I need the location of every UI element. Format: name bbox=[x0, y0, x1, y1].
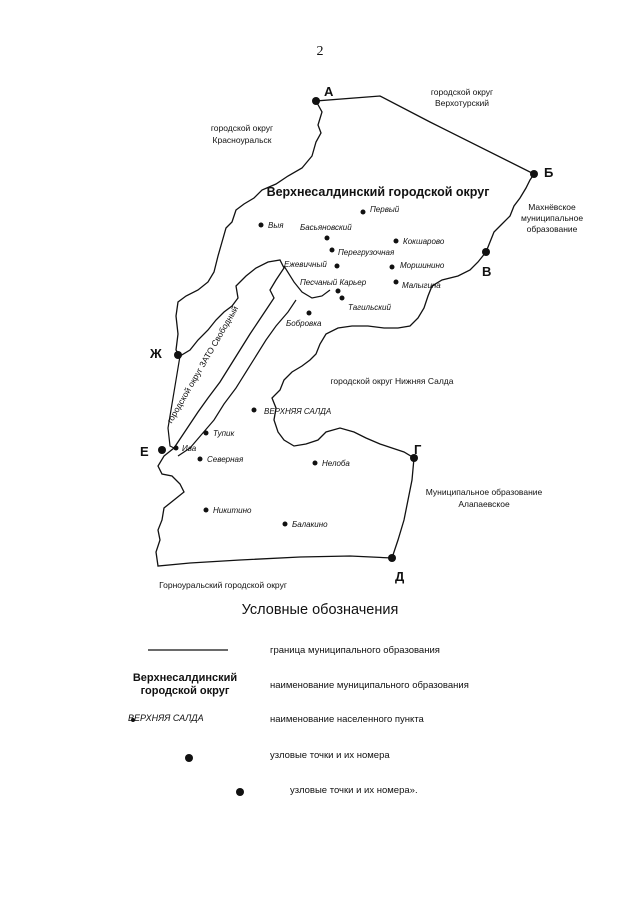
legend-sample-municipality-line2: городской округ bbox=[140, 685, 230, 697]
settlement-dot-verkhnyaya-salda bbox=[251, 407, 257, 413]
settlement-tagilsky: Тагильский bbox=[348, 303, 392, 312]
settlement-vyya: Выя bbox=[268, 221, 284, 230]
legend-sample-municipality-name: Верхнесалдинский городской округ bbox=[100, 672, 270, 698]
node-point-a bbox=[312, 97, 320, 105]
svobodny-corridor-boundary bbox=[167, 355, 181, 449]
settlement-dot-severnaya bbox=[197, 456, 203, 462]
svobodny-corridor-east bbox=[177, 299, 297, 457]
legend-sample-settlement-name: ВЕРХНЯЯ САЛДА bbox=[128, 713, 204, 723]
settlement-dot-malygina bbox=[393, 279, 399, 285]
node-label-g: Г bbox=[414, 442, 422, 457]
settlement-iva: Ива bbox=[182, 444, 197, 453]
neighbor-alapaevsk-line2: Алапаевское bbox=[458, 499, 510, 509]
settlement-peschany-karier: Песчаный Карьер bbox=[300, 278, 367, 287]
neighbor-makhnevo-line2: муниципальное bbox=[521, 213, 583, 223]
map-title: Верхнесалдинский городской округ bbox=[267, 185, 490, 199]
settlement-pervy: Первый bbox=[370, 205, 400, 214]
settlement-dot-yezhevichny bbox=[334, 263, 340, 269]
settlement-dot-peschany-karier bbox=[335, 288, 341, 294]
legend-desc-municipality: наименование муниципального образования bbox=[270, 680, 469, 691]
settlement-tupik: Тупик bbox=[213, 429, 235, 438]
neighbor-verkhoturye-line1: городской округ bbox=[431, 87, 493, 97]
node-label-e: Е bbox=[140, 444, 149, 459]
node-point-b bbox=[530, 170, 538, 178]
settlement-dot-iva bbox=[173, 445, 179, 451]
municipal-boundary bbox=[155, 95, 535, 567]
legend-desc-settlement: наименование населенного пункта bbox=[270, 714, 424, 725]
node-label-a: А bbox=[324, 84, 334, 99]
settlement-dot-morshinino bbox=[389, 264, 395, 270]
node-point-g bbox=[410, 454, 418, 462]
settlement-morshinino: Моршинино bbox=[400, 261, 445, 270]
node-point-v bbox=[482, 248, 490, 256]
legend-sample-node-dot-2 bbox=[236, 788, 244, 796]
neighbor-verkhoturye-line2: Верхотурский bbox=[435, 98, 489, 108]
nizhnyaya-salda-boundary bbox=[283, 265, 331, 299]
settlement-dot-balakino bbox=[282, 521, 288, 527]
neighbor-makhnevo-line3: образование bbox=[527, 224, 578, 234]
settlement-basyanovsky: Басьяновский bbox=[300, 223, 352, 232]
settlement-balakino: Балакино bbox=[292, 520, 328, 529]
settlement-dot-basyanovsky bbox=[324, 235, 330, 241]
legend-sample-settlement-dot bbox=[131, 718, 135, 722]
legend-sample-node-dot-1 bbox=[185, 754, 193, 762]
legend-desc-nodes: узловые точки и их номера bbox=[270, 750, 390, 761]
settlement-peregruzochnaya: Перегрузочная bbox=[338, 248, 395, 257]
settlement-neloba: Нелоба bbox=[322, 459, 350, 468]
node-point-d bbox=[388, 554, 396, 562]
settlement-dot-vyya bbox=[258, 222, 264, 228]
settlement-verkhnyaya-salda: ВЕРХНЯЯ САЛДА bbox=[264, 407, 331, 416]
settlement-yezhevichny: Ежевичный bbox=[284, 260, 327, 269]
page-number: 2 bbox=[316, 44, 324, 59]
legend-sample-municipality-line1: Верхнесалдинский bbox=[132, 672, 238, 684]
neighbor-gornouralsk: Горноуральский городской округ bbox=[159, 580, 287, 590]
settlement-koksharovo: Кокшарово bbox=[403, 237, 445, 246]
node-point-zh bbox=[174, 351, 182, 359]
node-label-zh: Ж bbox=[149, 346, 162, 361]
legend-desc-boundary: граница муниципального образования bbox=[270, 645, 440, 656]
settlement-bobrovka: Бобровка bbox=[286, 319, 322, 328]
settlement-dot-nikitino bbox=[203, 507, 209, 513]
settlement-dot-pervy bbox=[360, 209, 366, 215]
settlement-dot-tagilsky bbox=[339, 295, 345, 301]
settlement-dot-neloba bbox=[312, 460, 318, 466]
neighbor-krasnouralsk-line2: Красноуральск bbox=[213, 135, 272, 145]
node-label-d: Д bbox=[395, 569, 405, 584]
neighbor-alapaevsk-line1: Муниципальное образование bbox=[426, 487, 543, 497]
node-label-v: В bbox=[482, 264, 491, 279]
settlement-dot-bobrovka bbox=[306, 310, 312, 316]
settlement-nikitino: Никитино bbox=[213, 506, 252, 515]
legend-desc-nodes-closing: узловые точки и их номера». bbox=[290, 785, 418, 796]
settlement-dot-peregruzochnaya bbox=[329, 247, 335, 253]
neighbor-krasnouralsk-line1: городской округ bbox=[211, 123, 273, 133]
settlement-malygina: Малыгина bbox=[402, 281, 441, 290]
node-point-e bbox=[158, 446, 166, 454]
legend-title: Условные обозначения bbox=[241, 602, 399, 618]
settlement-dot-koksharovo bbox=[393, 238, 399, 244]
neighbor-nizhnyaya-salda: городской округ Нижняя Салда bbox=[330, 376, 453, 386]
node-label-b: Б bbox=[544, 165, 553, 180]
settlement-dot-tupik bbox=[203, 430, 209, 436]
settlement-severnaya: Северная bbox=[207, 455, 244, 464]
neighbor-makhnevo-line1: Махнёвское bbox=[528, 202, 576, 212]
